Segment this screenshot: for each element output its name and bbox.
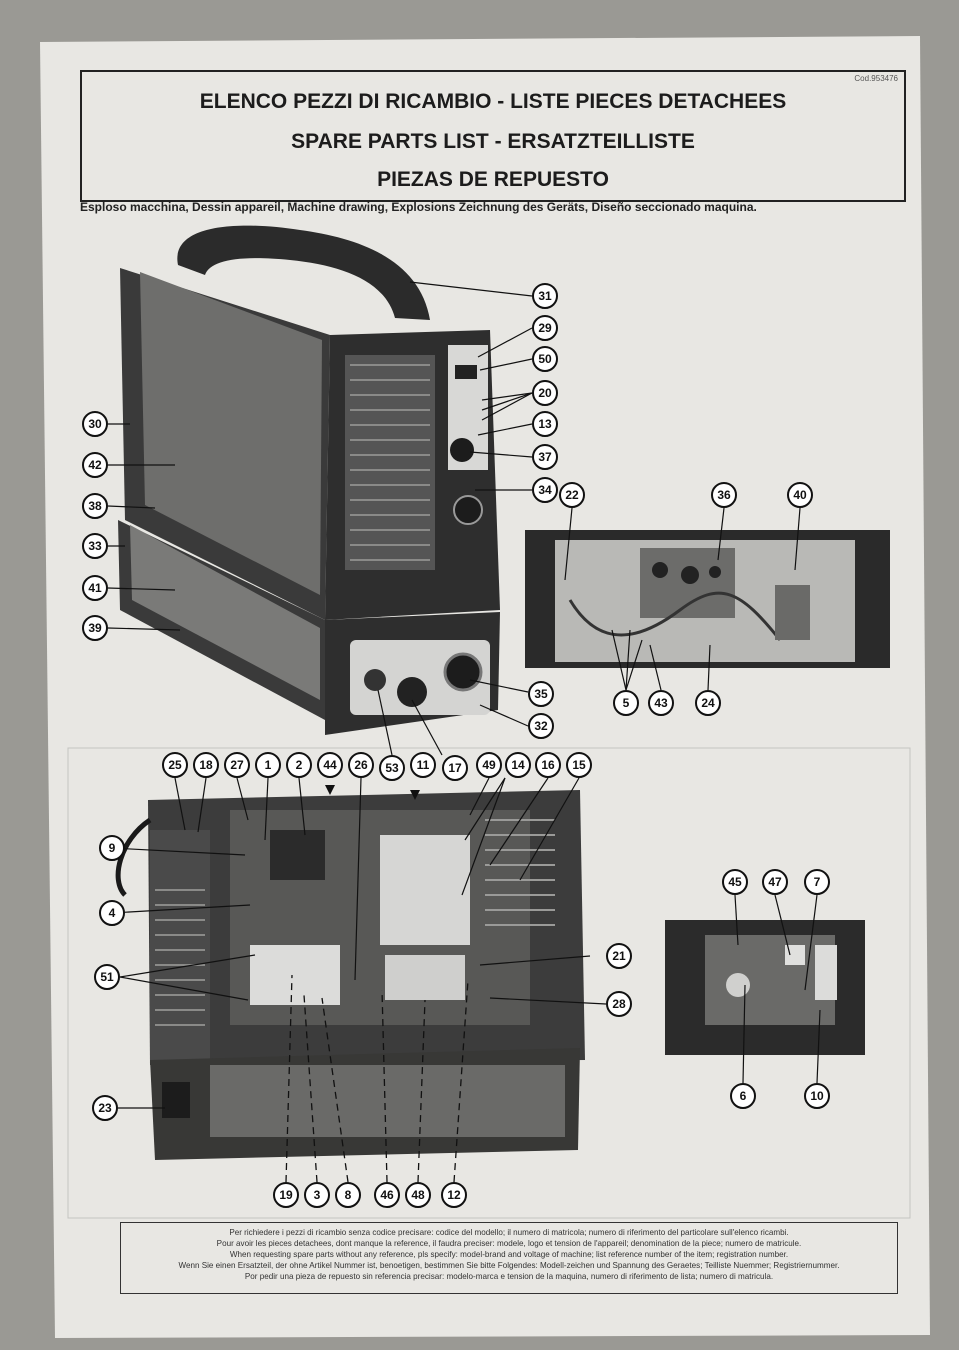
part-callout-35: 35: [528, 681, 554, 707]
part-callout-50: 50: [532, 346, 558, 372]
part-callout-11: 11: [410, 752, 436, 778]
part-callout-9: 9: [99, 835, 125, 861]
part-callout-14: 14: [505, 752, 531, 778]
part-callout-17: 17: [442, 755, 468, 781]
leader-lines: [107, 281, 821, 1109]
part-callout-12: 12: [441, 1182, 467, 1208]
part-callout-38: 38: [82, 493, 108, 519]
footer-instructions: Per richiedere i pezzi di ricambio senza…: [120, 1222, 898, 1294]
part-callout-41: 41: [82, 575, 108, 601]
part-callout-25: 25: [162, 752, 188, 778]
part-callout-22: 22: [559, 482, 585, 508]
part-callout-18: 18: [193, 752, 219, 778]
part-callout-6: 6: [730, 1083, 756, 1109]
part-callout-48: 48: [405, 1182, 431, 1208]
part-callout-20: 20: [532, 380, 558, 406]
control-board-drawing: [665, 920, 865, 1055]
drawing-subtitle: Esploso macchina, Dessin appareil, Machi…: [80, 200, 757, 214]
footer-line-es: Por pedir una pieza de repuesto sin refe…: [244, 1272, 774, 1281]
title-line-3: PIEZAS DE REPUESTO: [377, 168, 609, 191]
header-box: Cod.953476 ELENCO PEZZI DI RICAMBIO - LI…: [80, 70, 906, 202]
part-callout-53: 53: [379, 755, 405, 781]
part-callout-29: 29: [532, 315, 558, 341]
part-callout-49: 49: [476, 752, 502, 778]
part-callout-46: 46: [374, 1182, 400, 1208]
part-callout-30: 30: [82, 411, 108, 437]
part-callout-28: 28: [606, 991, 632, 1017]
part-callout-44: 44: [317, 752, 343, 778]
part-callout-39: 39: [82, 615, 108, 641]
part-callout-36: 36: [711, 482, 737, 508]
part-callout-15: 15: [566, 752, 592, 778]
part-callout-3: 3: [304, 1182, 330, 1208]
part-callout-40: 40: [787, 482, 813, 508]
arrow-heads: [325, 785, 420, 800]
document-code: Cod.953476: [854, 74, 898, 83]
part-callout-26: 26: [348, 752, 374, 778]
title-line-2: SPARE PARTS LIST - ERSATZTEILLISTE: [291, 130, 695, 153]
lower-frame: [67, 747, 911, 1219]
welder-machine-drawing: [118, 225, 500, 735]
part-callout-10: 10: [804, 1083, 830, 1109]
footer-line-it: Per richiedere i pezzi di ricambio senza…: [229, 1228, 789, 1237]
part-callout-24: 24: [695, 690, 721, 716]
part-callout-5: 5: [613, 690, 639, 716]
footer-line-en: When requesting spare parts without any …: [229, 1250, 789, 1259]
part-callout-19: 19: [273, 1182, 299, 1208]
dashed-leaders: [285, 974, 469, 1183]
inverter-interior-drawing: [115, 790, 585, 1160]
part-callout-47: 47: [762, 869, 788, 895]
part-callout-13: 13: [532, 411, 558, 437]
part-callout-43: 43: [648, 690, 674, 716]
part-callout-21: 21: [606, 943, 632, 969]
footer-line-fr: Pour avoir les pieces detachees, dont ma…: [216, 1239, 802, 1248]
part-callout-16: 16: [535, 752, 561, 778]
part-callout-42: 42: [82, 452, 108, 478]
part-callout-31: 31: [532, 283, 558, 309]
pcb-interior-drawing: [525, 530, 890, 668]
part-callout-4: 4: [99, 900, 125, 926]
part-callout-23: 23: [92, 1095, 118, 1121]
part-callout-27: 27: [224, 752, 250, 778]
footer-line-de: Wenn Sie einen Ersatzteil, der ohne Arti…: [178, 1261, 840, 1270]
part-callout-37: 37: [532, 444, 558, 470]
part-callout-34: 34: [532, 477, 558, 503]
part-callout-45: 45: [722, 869, 748, 895]
part-callout-7: 7: [804, 869, 830, 895]
part-callout-32: 32: [528, 713, 554, 739]
part-callout-33: 33: [82, 533, 108, 559]
part-callout-1: 1: [255, 752, 281, 778]
part-callout-2: 2: [286, 752, 312, 778]
title-line-1: ELENCO PEZZI DI RICAMBIO - LISTE PIECES …: [199, 90, 787, 113]
part-callout-8: 8: [335, 1182, 361, 1208]
part-callout-51: 51: [94, 964, 120, 990]
